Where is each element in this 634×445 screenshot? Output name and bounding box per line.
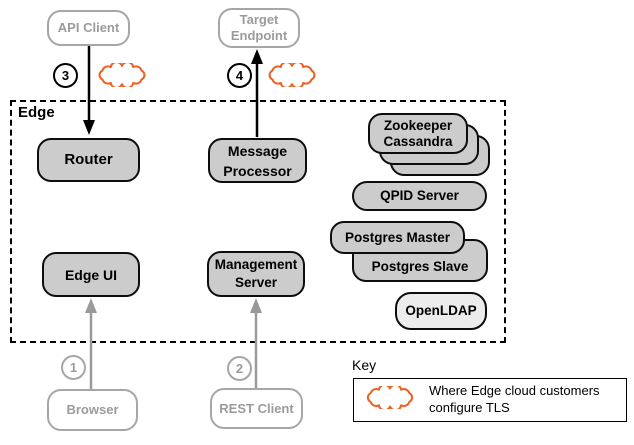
step-badge-3: 3 [53, 63, 78, 88]
node-rest-client: REST Client [210, 388, 303, 429]
node-label: API Client [57, 20, 120, 35]
key-legend-box: Where Edge cloud customers configure TLS [353, 378, 627, 422]
node-openldap: OpenLDAP [395, 292, 487, 330]
node-postgres-master: Postgres Master [330, 221, 465, 254]
step-badge-4: 4 [227, 63, 252, 88]
node-api-client: API Client [47, 10, 130, 46]
node-management-server: Management Server [207, 251, 305, 297]
node-label: Browser [66, 402, 119, 417]
node-label: Message Processor [223, 142, 292, 179]
key-description: Where Edge cloud customers configure TLS [429, 383, 600, 415]
step-badge-2: 2 [227, 356, 252, 381]
node-message-processor: Message Processor [208, 138, 307, 183]
node-browser: Browser [47, 389, 138, 431]
node-label: Postgres Master [344, 229, 451, 245]
node-label: Zookeeper Cassandra [383, 117, 453, 149]
node-label: Edge UI [64, 266, 118, 283]
node-target-endpoint: Target Endpoint [218, 8, 300, 48]
tls-cloud-icon-step3 [98, 63, 146, 87]
node-label: OpenLDAP [405, 303, 477, 318]
key-title: Key [352, 357, 377, 373]
node-label: Router [64, 151, 113, 168]
edge-zone-label: Edge [18, 104, 55, 121]
node-edge-ui: Edge UI [42, 252, 140, 297]
node-router: Router [37, 138, 140, 182]
node-label: Management Server [214, 257, 298, 290]
node-qpid-server: QPID Server [352, 181, 487, 211]
node-zookeeper-cassandra: Zookeeper Cassandra [368, 113, 468, 154]
node-label: REST Client [219, 400, 294, 416]
step-badge-1: 1 [61, 355, 86, 380]
tls-cloud-icon-step4 [268, 63, 316, 87]
node-label: Target Endpoint [230, 12, 288, 43]
node-label: Postgres Slave [371, 259, 469, 274]
node-label: QPID Server [380, 188, 459, 203]
